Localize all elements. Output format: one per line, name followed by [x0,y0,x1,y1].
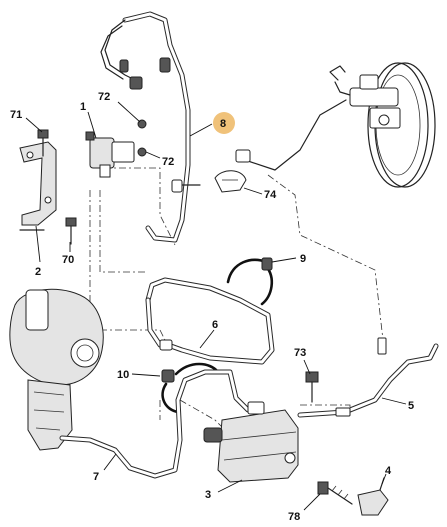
callout-78: 78 [288,511,300,523]
solenoid-valve-1 [85,131,135,178]
bolt-78 [317,481,353,505]
highlight-marker [213,112,235,134]
callout-71: 71 [10,109,22,121]
turbocharger [9,288,104,451]
callout-labels: 1 2 3 4 5 6 7 8 9 10 70 71 72 72 73 74 7… [10,91,414,523]
bracket-4 [357,477,389,516]
callout-9: 9 [300,253,306,265]
connector-9 [226,257,274,306]
callout-5: 5 [408,400,414,412]
callout-7: 7 [93,471,99,483]
bolt-73 [305,371,319,403]
vacuum-pipe-7 [59,369,251,479]
callout-10: 10 [117,369,129,381]
vacuum-reservoir-3 [203,401,299,483]
bolt-70 [65,217,77,245]
vacuum-pipe-6 [145,277,275,365]
callout-6: 6 [212,319,218,331]
brake-servo-booster [235,62,436,188]
clip-74 [214,170,247,193]
callout-70: 70 [62,254,74,266]
callout-2: 2 [35,266,41,278]
vacuum-pipe-5 [297,337,439,418]
bracket-2 [19,141,57,231]
callout-4: 4 [385,465,392,477]
vacuum-pipe-8 [100,11,201,243]
fasteners-72 [137,119,147,157]
bolt-71 [37,129,49,157]
callout-1: 1 [80,101,86,113]
callout-74: 74 [264,189,277,201]
callout-73: 73 [294,347,306,359]
callout-72-top: 72 [98,91,110,103]
leader-lines [25,101,407,511]
callout-3: 3 [205,489,211,501]
callout-8: 8 [220,118,226,130]
callout-72-side: 72 [162,156,174,168]
